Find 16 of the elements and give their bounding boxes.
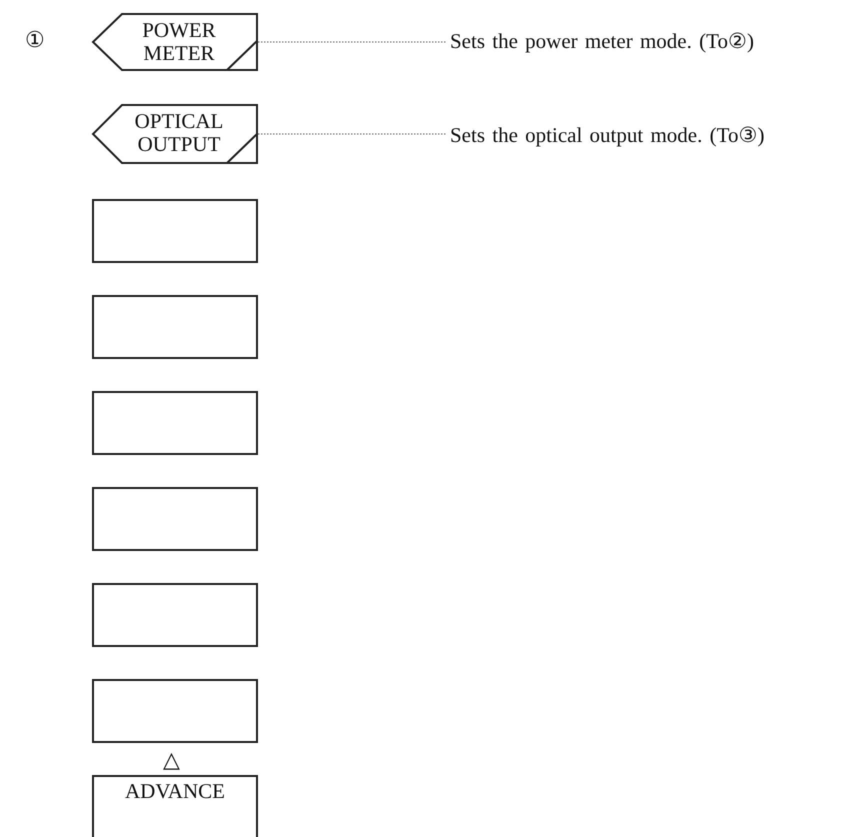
blank-softkey-box bbox=[92, 295, 258, 359]
softkey-box bbox=[92, 104, 258, 164]
key-label: OPTICAL OUTPUT bbox=[134, 110, 224, 156]
blank-softkey-box bbox=[92, 199, 258, 263]
blank-softkey-box bbox=[92, 487, 258, 551]
blank-softkey-box bbox=[92, 583, 258, 647]
scroll-indicator: △ bbox=[163, 748, 180, 772]
description-text: Sets the optical output mode. (To③) bbox=[450, 122, 764, 148]
softkey-box bbox=[92, 13, 258, 71]
blank-softkey-box bbox=[92, 391, 258, 455]
key-label: ADVANCE bbox=[124, 779, 226, 803]
description-text: Sets the power meter mode. (To②) bbox=[450, 28, 754, 54]
key-label: POWER METER bbox=[141, 19, 217, 65]
step-number: ① bbox=[25, 28, 45, 52]
blank-softkey-box bbox=[92, 679, 258, 743]
softkey-box bbox=[92, 775, 258, 837]
